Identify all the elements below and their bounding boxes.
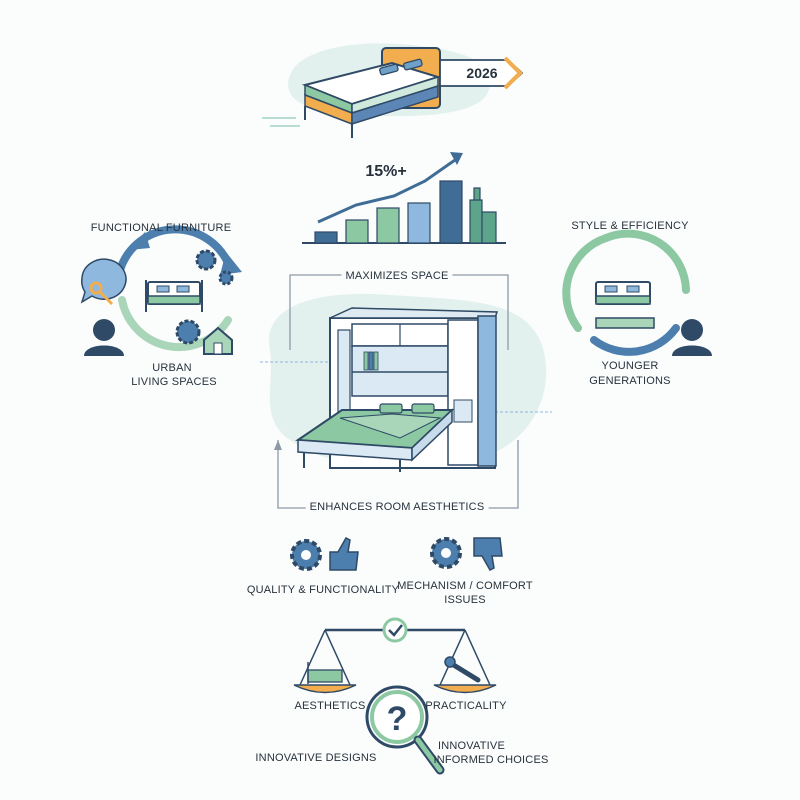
chat-key-icon xyxy=(80,258,127,306)
growth-bar-chart xyxy=(302,152,506,244)
small-bed-icon xyxy=(307,662,343,684)
issues-label: ISSUES xyxy=(444,594,486,606)
year-label: 2026 xyxy=(466,65,497,81)
innovative-label: INNOVATIVE xyxy=(438,740,505,752)
gear-icon xyxy=(175,249,234,345)
wrench-icon xyxy=(444,656,481,683)
aesthetics-label: AESTHETICS xyxy=(294,700,366,712)
maximizes-space-label: MAXIMIZES SPACE xyxy=(341,270,453,282)
year-arrow xyxy=(439,56,524,90)
person-icon-right xyxy=(672,319,712,356)
style-efficiency-title: STYLE & EFFICIENCY xyxy=(571,220,689,232)
ruler-icon xyxy=(595,317,655,329)
mechanism-comfort-label: MECHANISM / COMFORT xyxy=(397,580,533,592)
bed-icon-right xyxy=(595,281,651,305)
living-spaces-label: LIVING SPACES xyxy=(131,376,217,388)
younger-label: YOUNGER xyxy=(601,360,659,372)
person-icon-left xyxy=(84,319,124,356)
bed-icon-left xyxy=(145,280,203,312)
future-bed-illustration xyxy=(262,43,491,138)
style-efficiency-cycle xyxy=(562,229,690,356)
mechanism-gear-thumbs-down-icon xyxy=(430,537,503,571)
murphy-bed-illustration xyxy=(260,274,552,509)
innovative-designs-label: INNOVATIVE DESIGNS xyxy=(255,752,377,764)
growth-label: 15%+ xyxy=(365,163,406,180)
informed-choices-label: INFORMED CHOICES xyxy=(433,754,549,766)
house-icon xyxy=(203,326,233,355)
svg-text:?: ? xyxy=(387,700,408,738)
balance-scale xyxy=(293,617,497,694)
functional-furniture-title: FUNCTIONAL FURNITURE xyxy=(90,222,232,234)
magnifier-question-icon: ? xyxy=(365,685,445,775)
quality-gear-thumbs-up-icon xyxy=(290,537,359,571)
urban-label: URBAN xyxy=(152,362,192,374)
quality-functionality-label: QUALITY & FUNCTIONALITY xyxy=(246,584,400,596)
practicality-label: PRACTICALITY xyxy=(425,700,507,712)
enhances-aesthetics-label: ENHANCES ROOM AESTHETICS xyxy=(305,501,489,513)
generations-label: GENERATIONS xyxy=(589,375,671,387)
